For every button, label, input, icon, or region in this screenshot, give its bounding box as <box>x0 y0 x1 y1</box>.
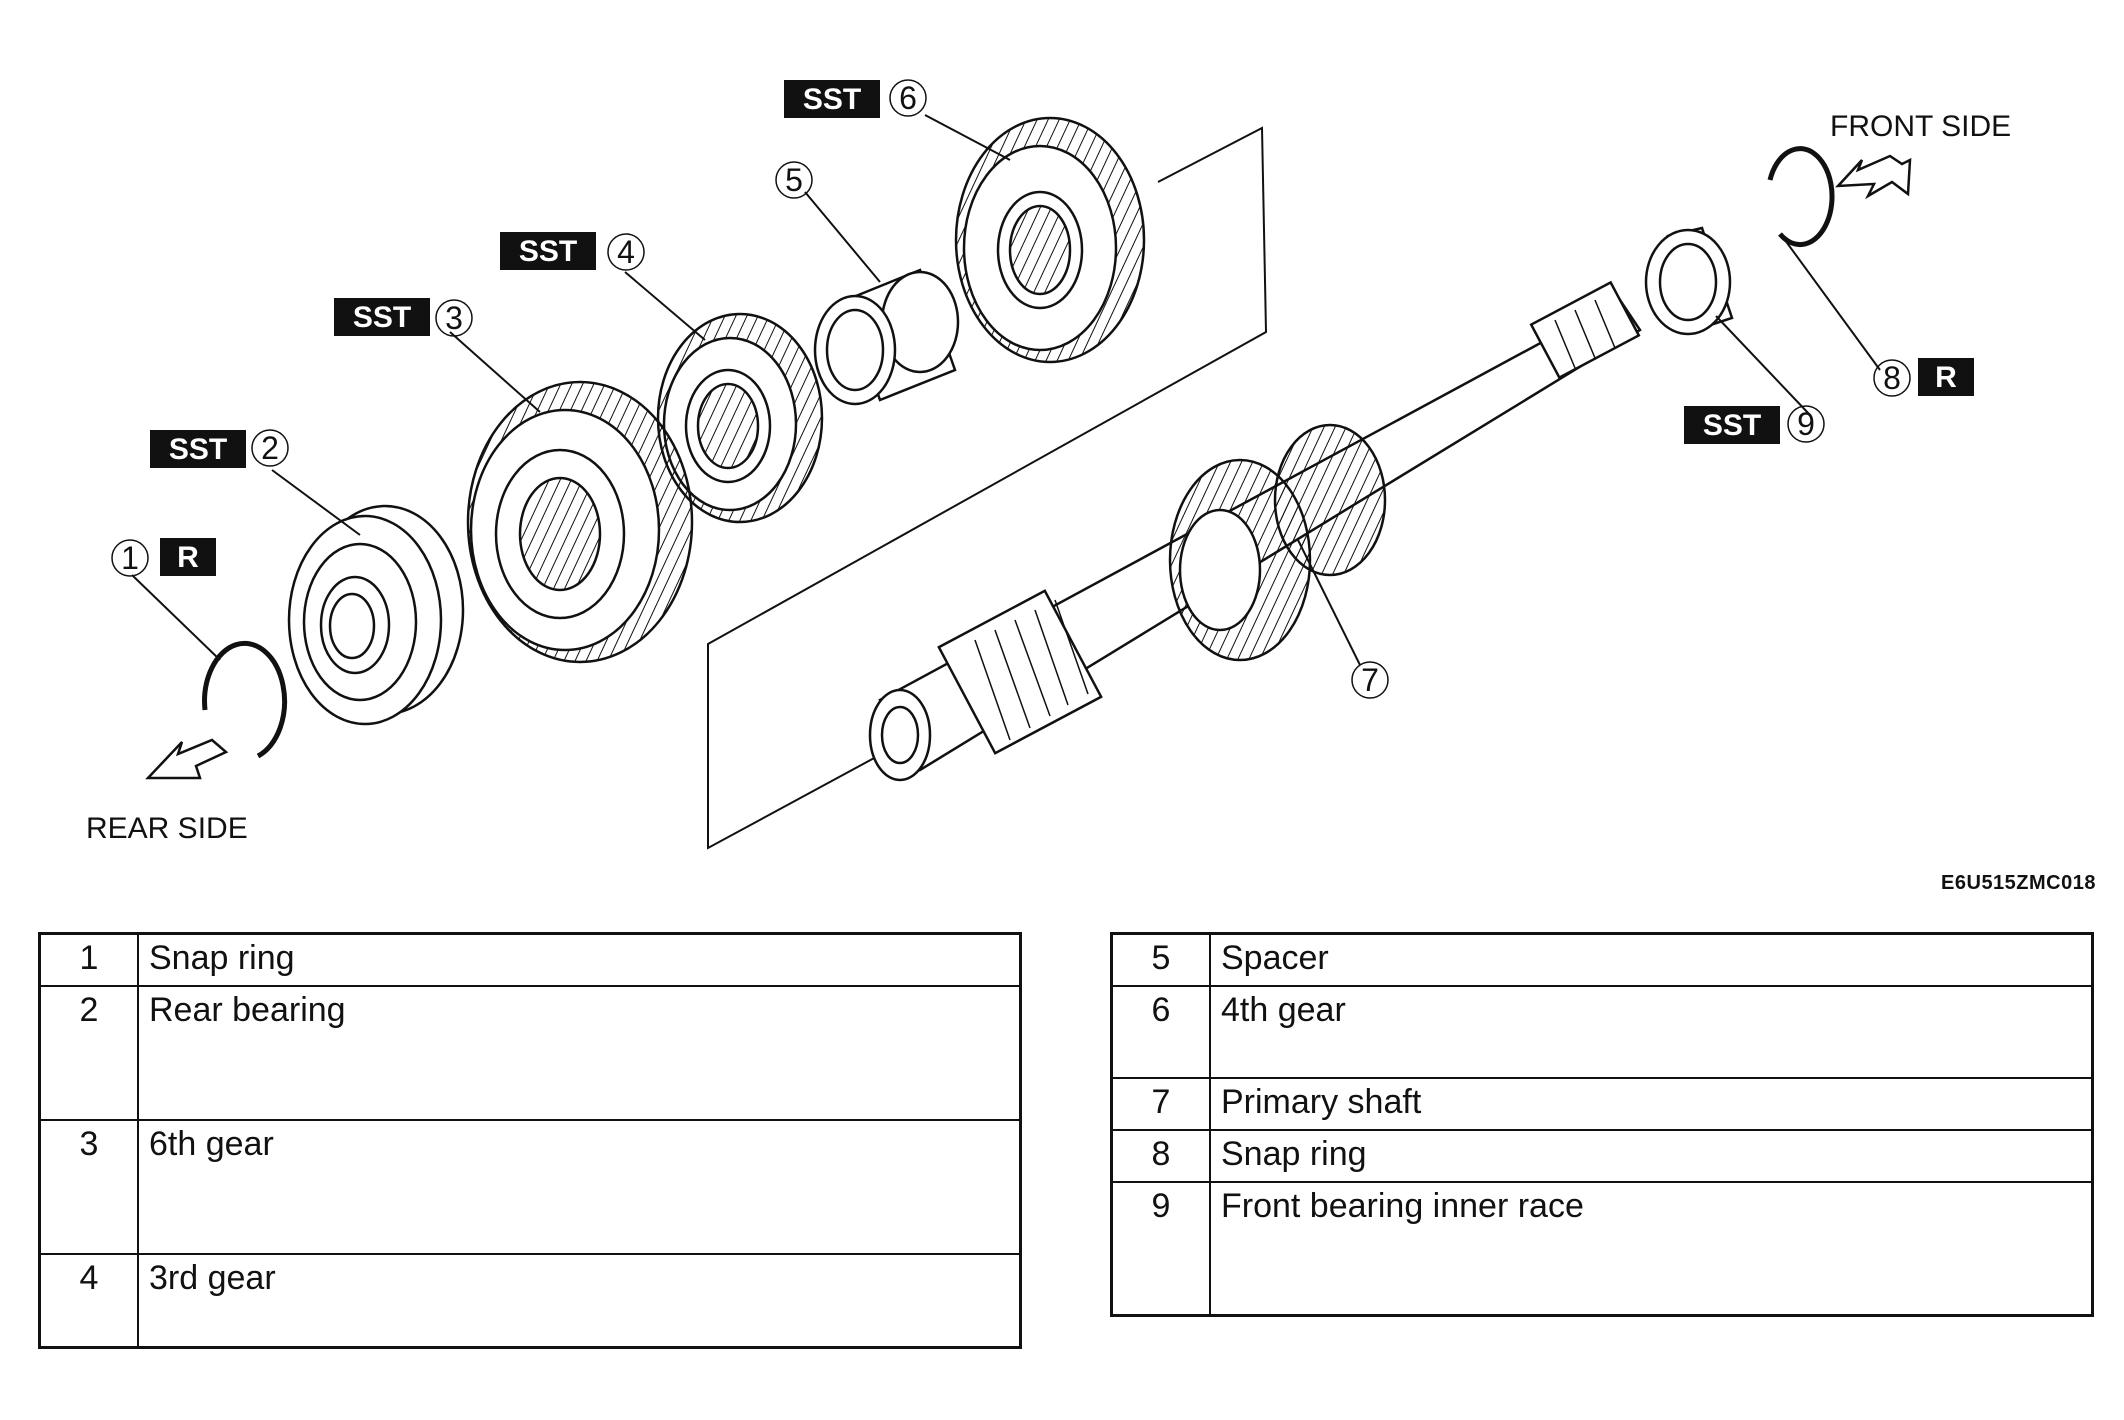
svg-text:3: 3 <box>445 300 463 336</box>
table-row: 9 Front bearing inner race <box>1110 1180 2094 1317</box>
parts-table-right: 5 Spacer 6 4th gear 7 Primary shaft 8 Sn… <box>1110 932 2094 1317</box>
3rd-gear <box>656 312 824 524</box>
svg-text:2: 2 <box>261 430 279 466</box>
svg-text:SST: SST <box>1703 409 1761 442</box>
table-row: 5 Spacer <box>1110 932 2094 987</box>
part-name: Front bearing inner race <box>1209 1180 2094 1317</box>
front-snap-ring <box>1767 146 1835 248</box>
svg-text:9: 9 <box>1797 406 1815 442</box>
part-name: Spacer <box>1209 932 2094 987</box>
sst-tag-9: SST <box>1684 406 1780 444</box>
table-row: 8 Snap ring <box>1110 1128 2094 1183</box>
svg-text:SST: SST <box>169 433 227 466</box>
callout-6: 6 <box>889 79 927 117</box>
svg-text:R: R <box>1935 361 1957 394</box>
callout-9: 9 <box>1787 405 1825 443</box>
svg-text:7: 7 <box>1361 662 1379 698</box>
callout-2: 2 <box>251 429 289 467</box>
part-name: Rear bearing <box>137 984 1022 1121</box>
part-name: 3rd gear <box>137 1252 1022 1349</box>
sst-tag-3: SST <box>334 298 430 336</box>
part-name: Primary shaft <box>1209 1076 2094 1131</box>
part-number: 4 <box>38 1252 139 1349</box>
front-arrow <box>1834 154 1912 200</box>
callout-1: 1 <box>111 539 149 577</box>
callout-3: 3 <box>435 299 473 337</box>
part-name: 6th gear <box>137 1118 1022 1255</box>
callout-8: 8 <box>1873 359 1911 397</box>
table-row: 3 6th gear <box>38 1118 1022 1255</box>
sst-tag-4: SST <box>500 232 596 270</box>
part-number: 8 <box>1110 1128 1211 1183</box>
front-bearing-inner-race <box>1644 226 1734 336</box>
part-number: 9 <box>1110 1180 1211 1317</box>
part-name: Snap ring <box>1209 1128 2094 1183</box>
part-number: 1 <box>38 932 139 987</box>
exploded-view-diagram: SST SST SST SST SST R R 1 2 3 4 5 6 7 8 … <box>86 79 2011 850</box>
svg-text:5: 5 <box>785 162 803 198</box>
replace-tag-1: R <box>160 538 216 576</box>
sst-tag-6: SST <box>784 80 880 118</box>
part-number: 2 <box>38 984 139 1121</box>
rear-side-label: REAR SIDE <box>86 812 248 845</box>
parts-table-left: 1 Snap ring 2 Rear bearing 3 6th gear 4 … <box>38 932 1022 1349</box>
svg-text:SST: SST <box>803 83 861 116</box>
6th-gear <box>466 380 694 664</box>
part-name: 4th gear <box>1209 984 2094 1079</box>
part-number: 7 <box>1110 1076 1211 1131</box>
table-row: 2 Rear bearing <box>38 984 1022 1121</box>
callout-7: 7 <box>1351 661 1389 699</box>
part-name: Snap ring <box>137 932 1022 987</box>
primary-shaft <box>868 280 1642 782</box>
rear-bearing <box>287 504 465 726</box>
svg-text:1: 1 <box>121 540 139 576</box>
part-number: 5 <box>1110 932 1211 987</box>
part-number: 6 <box>1110 984 1211 1079</box>
table-row: 4 3rd gear <box>38 1252 1022 1349</box>
rear-arrow <box>145 738 229 780</box>
svg-text:SST: SST <box>519 235 577 268</box>
svg-text:8: 8 <box>1883 360 1901 396</box>
svg-text:R: R <box>177 541 199 574</box>
sst-tag-2: SST <box>150 430 246 468</box>
part-number: 3 <box>38 1118 139 1255</box>
callout-4: 4 <box>607 233 645 271</box>
assembly-bracket <box>707 126 1268 850</box>
svg-text:6: 6 <box>899 80 917 116</box>
table-row: 6 4th gear <box>1110 984 2094 1079</box>
replace-tag-8: R <box>1918 358 1974 396</box>
4th-gear <box>954 116 1146 364</box>
table-row: 1 Snap ring <box>38 932 1022 987</box>
table-row: 7 Primary shaft <box>1110 1076 2094 1131</box>
rear-snap-ring <box>202 640 288 759</box>
front-side-label: FRONT SIDE <box>1830 110 2011 143</box>
callout-5: 5 <box>775 161 813 199</box>
svg-text:4: 4 <box>617 234 635 270</box>
figure-code: E6U515ZMC018 <box>1941 872 2096 894</box>
spacer <box>813 268 960 406</box>
svg-text:SST: SST <box>353 301 411 334</box>
leader-lines <box>131 114 1881 666</box>
